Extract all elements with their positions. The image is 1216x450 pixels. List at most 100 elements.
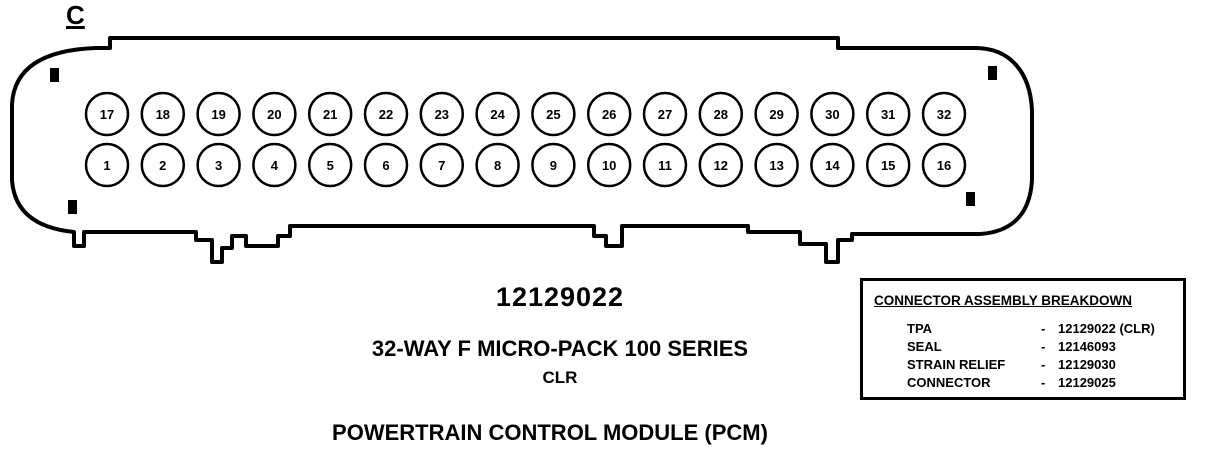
pin-circle	[531, 91, 576, 137]
pin-circle	[865, 91, 911, 137]
pin-number-label: 30	[825, 107, 839, 122]
pin-number-label: 27	[658, 107, 672, 122]
pin-circle	[196, 91, 241, 137]
pin-circle	[754, 142, 799, 188]
pin-number-label: 17	[100, 107, 114, 122]
pin-circle	[698, 142, 744, 188]
pin-number-label: 26	[602, 107, 616, 122]
connector-color-code: CLR	[542, 368, 578, 387]
pin-circle	[252, 142, 297, 188]
breakdown-item-name: TPA	[907, 321, 933, 336]
pin-number-label: 32	[937, 107, 951, 122]
pin-number-label: 24	[490, 107, 505, 122]
pin-circle	[363, 142, 409, 188]
pin-number-label: 28	[714, 107, 728, 122]
pin-number-label: 14	[825, 158, 840, 173]
pin-cavity-22: 22	[363, 91, 409, 137]
pin-cavity-32: 32	[921, 91, 967, 137]
pin-circle	[196, 142, 241, 188]
pin-number-label: 5	[327, 158, 334, 173]
breakdown-row-strain-relief: STRAIN RELIEF - 12129030	[863, 357, 1183, 375]
breakdown-item-part: 12129030	[1058, 357, 1116, 372]
pin-number-label: 4	[271, 158, 279, 173]
breakdown-item-dash: -	[1041, 339, 1046, 354]
pin-number-label: 23	[435, 107, 449, 122]
pin-cavity-3: 3	[196, 142, 241, 188]
breakdown-item-part: 12146093	[1058, 339, 1116, 354]
pin-cavity-18: 18	[140, 91, 186, 137]
pin-number-label: 9	[550, 158, 557, 173]
pin-number-label: 20	[267, 107, 281, 122]
pin-number-label: 15	[881, 158, 895, 173]
pin-circle	[810, 91, 855, 137]
pin-number-label: 8	[494, 158, 501, 173]
pin-number-label: 21	[323, 107, 337, 122]
connector-view-letter: C	[66, 0, 85, 30]
pin-number-label: 10	[602, 158, 616, 173]
pin-number-label: 2	[159, 158, 166, 173]
pin-number-label: 3	[215, 158, 222, 173]
connector-part-number: 12129022	[495, 282, 625, 312]
pin-cavity-12: 12	[698, 142, 744, 188]
pin-number-label: 16	[937, 158, 951, 173]
assembly-breakdown-box: CONNECTOR ASSEMBLY BREAKDOWN TPA - 12129…	[860, 278, 1186, 400]
pin-circle	[865, 142, 911, 188]
pin-circle	[531, 142, 576, 188]
breakdown-item-part: 12129022 (CLR)	[1058, 321, 1155, 336]
breakdown-item-dash: -	[1041, 375, 1046, 390]
pin-cavity-7: 7	[419, 142, 465, 188]
pin-cavity-19: 19	[196, 91, 241, 137]
pin-cavity-14: 14	[810, 142, 855, 188]
pin-number-label: 19	[211, 107, 225, 122]
pin-circle	[475, 91, 520, 137]
polarization-key-bottom-left	[68, 200, 77, 214]
pin-cavity-17: 17	[84, 91, 130, 137]
pin-cavity-10: 10	[586, 142, 632, 188]
pin-number-label: 12	[714, 158, 728, 173]
breakdown-item-name: CONNECTOR	[907, 375, 991, 390]
breakdown-item-name: STRAIN RELIEF	[907, 357, 1006, 372]
pin-circle	[363, 91, 409, 137]
pin-circle	[475, 142, 520, 188]
polarization-key-top-right	[988, 66, 997, 80]
pin-cavity-20: 20	[252, 91, 297, 137]
breakdown-item-dash: -	[1041, 321, 1046, 336]
pin-cavity-8: 8	[475, 142, 520, 188]
pin-number-label: 7	[438, 158, 445, 173]
pin-circle	[84, 91, 130, 137]
pin-cavity-21: 21	[307, 91, 353, 137]
breakdown-row-connector: CONNECTOR - 12129025	[863, 375, 1183, 393]
pin-cavity-29: 29	[754, 91, 799, 137]
pin-circle	[810, 142, 855, 188]
pin-cavity-26: 26	[586, 91, 632, 137]
pin-circle	[307, 142, 353, 188]
pin-cavity-13: 13	[754, 142, 799, 188]
pin-circle	[140, 91, 186, 137]
pin-cavity-6: 6	[363, 142, 409, 188]
pin-circle	[419, 91, 465, 137]
pin-number-label: 22	[379, 107, 393, 122]
pin-circle	[252, 91, 297, 137]
pin-circle	[84, 142, 130, 188]
pin-circle	[642, 142, 688, 188]
pin-cavity-31: 31	[865, 91, 911, 137]
connector-housing-outline	[10, 36, 1034, 264]
breakdown-item-part: 12129025	[1058, 375, 1116, 390]
pin-cavity-23: 23	[419, 91, 465, 137]
pin-circle	[586, 91, 632, 137]
pin-number-label: 29	[769, 107, 783, 122]
polarization-key-top-left	[50, 68, 59, 82]
breakdown-title: CONNECTOR ASSEMBLY BREAKDOWN	[874, 293, 1133, 308]
pin-cavity-15: 15	[865, 142, 911, 188]
pin-circle	[419, 142, 465, 188]
pin-number-label: 31	[881, 107, 895, 122]
pin-number-label: 1	[103, 158, 110, 173]
connector-series: 32-WAY F MICRO-PACK 100 SERIES	[371, 336, 749, 361]
pin-number-label: 11	[658, 158, 672, 173]
pin-number-label: 6	[382, 158, 389, 173]
pin-cavity-2: 2	[140, 142, 186, 188]
pin-cavity-5: 5	[307, 142, 353, 188]
pin-circle	[754, 91, 799, 137]
